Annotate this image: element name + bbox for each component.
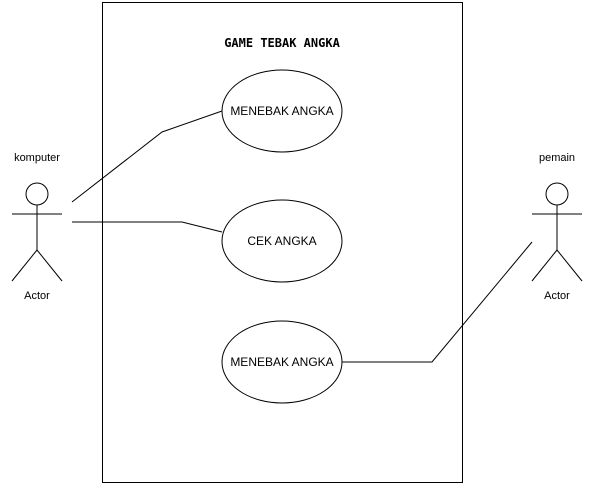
association-pemain-menebak-angka [342, 241, 533, 363]
association-komputer-cek-angka [72, 221, 223, 233]
actor-name: komputer [14, 152, 60, 164]
system-title: GAME TEBAK ANGKA [224, 36, 340, 50]
use-case-label: MENEBAK ANGKA [230, 104, 333, 118]
use-case-menebak-angka-bottom: MENEBAK ANGKA [221, 320, 343, 404]
use-case-cek-angka: CEK ANGKA [221, 199, 343, 283]
use-case-label: CEK ANGKA [247, 234, 316, 248]
stick-figure-icon [11, 182, 63, 282]
actor-type-label: Actor [24, 290, 50, 302]
actor-type-label: Actor [544, 290, 570, 302]
use-case-label: MENEBAK ANGKA [230, 355, 333, 369]
system-boundary [102, 2, 463, 483]
use-case-menebak-angka-top: MENEBAK ANGKA [221, 69, 343, 153]
actor-pemain: pemain Actor [531, 152, 583, 302]
actor-name: pemain [539, 152, 575, 164]
stick-figure-icon [531, 182, 583, 282]
association-komputer-menebak-angka [71, 110, 223, 203]
actor-komputer: komputer Actor [11, 152, 63, 302]
